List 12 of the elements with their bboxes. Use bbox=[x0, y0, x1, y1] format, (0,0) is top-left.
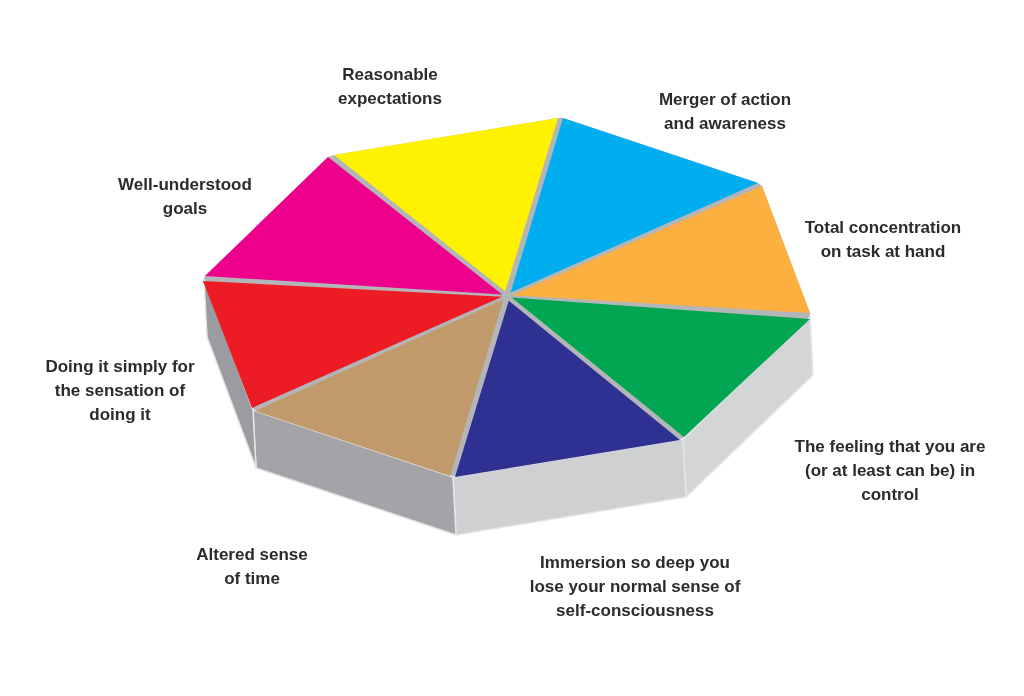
segment-label: Merger of action and awareness bbox=[657, 89, 793, 135]
octagon-wedge bbox=[203, 278, 503, 469]
segment-label: Reasonable expectations bbox=[337, 64, 443, 110]
segment-label: The feeling that you are (or at least can be) in control bbox=[793, 436, 987, 506]
octagon-wedge bbox=[452, 300, 687, 536]
octagon-wedge bbox=[334, 118, 558, 292]
segment-label: Total concentration on task at hand bbox=[803, 217, 963, 263]
segment-label: Immersion so deep you lose your normal sense of self-consciousness bbox=[528, 552, 742, 622]
segment-label: Well-understood goals bbox=[117, 174, 253, 220]
segment-label: Doing it simply for the sensation of doing it bbox=[44, 356, 196, 426]
segment-label: Altered sense of time bbox=[195, 544, 309, 590]
octagon-wedge bbox=[252, 299, 504, 536]
